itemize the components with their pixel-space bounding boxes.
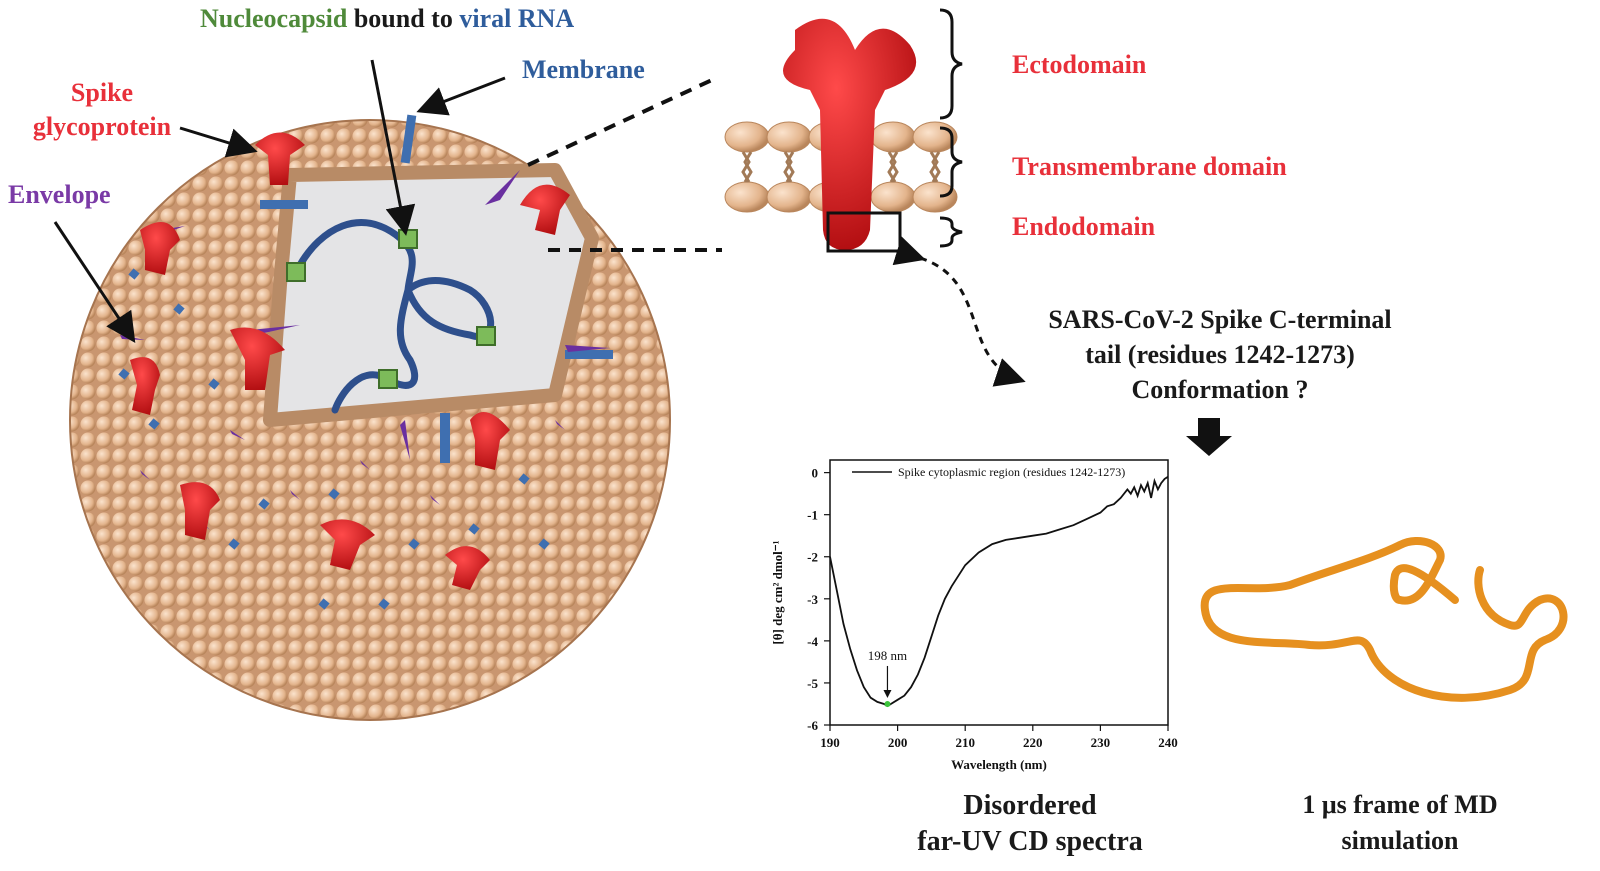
y-tick-label: -6 [807, 718, 818, 733]
endodomain-box [826, 211, 902, 253]
y-tick-label: -1 [807, 508, 818, 523]
y-tick-label: 0 [812, 466, 819, 481]
spike-label-line1: Spike [70, 78, 134, 107]
zoom-connectors [527, 78, 722, 252]
spike-label-line2: glycoprotein [32, 112, 172, 141]
cd-spectrum-chart: 190 200 210 220 230 240 0 -1 -2 -3 -4 -5 -6Wavelengt… [770, 459, 1178, 772]
annotation-arrowhead [883, 689, 892, 698]
y-tick-label: -5 [807, 676, 818, 691]
y-tick-label: -3 [807, 592, 818, 607]
question-line2: tail (residues 1242-1273) [1085, 340, 1355, 369]
membrane-label: Membrane [522, 55, 645, 84]
x-tick-label: 210 [955, 735, 975, 750]
cd-spectrum-line [829, 476, 1169, 708]
x-tick-label: 200 [888, 735, 908, 750]
endodomain-link-arrow [892, 236, 1026, 387]
x-tick-label: 230 [1091, 735, 1111, 750]
x-axis-label: Wavelength (nm) [951, 757, 1047, 772]
md-caption-line1: 1 μs frame of MD [1302, 790, 1498, 819]
question-line1: SARS-CoV-2 Spike C-terminal [1048, 305, 1392, 334]
question-line3: Conformation ? [1131, 375, 1309, 404]
ectodomain-label: Ectodomain [1012, 50, 1147, 79]
bound-to-label: bound to [347, 4, 460, 33]
md-caption-line2: simulation [1341, 826, 1459, 855]
virion [69, 114, 671, 721]
y-axis-label: [θ] deg cm² dmol⁻¹ [770, 540, 785, 644]
domain-braces [939, 8, 963, 248]
minimum-point [884, 700, 891, 707]
x-tick-label: 190 [820, 735, 840, 750]
nucleocapsid-label: Nucleocapsid [200, 4, 348, 33]
transmembrane-label: Transmembrane domain [1012, 152, 1287, 181]
x-tick-label: 240 [1158, 735, 1178, 750]
spike-membrane-detail [724, 18, 958, 253]
legend-label: Spike cytoplasmic region (residues 1242-… [898, 465, 1125, 479]
virion-cutaway [263, 163, 599, 427]
nucleocapsid-title: Nucleocapsid bound to viral RNA [200, 4, 574, 34]
spike-glycoproteins [130, 132, 570, 590]
y-tick-label: -2 [807, 550, 818, 565]
cd-caption-line2: far-UV CD spectra [917, 826, 1143, 857]
md-structure-chain [1200, 537, 1568, 702]
x-tick-label: 220 [1023, 735, 1043, 750]
y-tick-label: -4 [807, 634, 818, 649]
envelope-label: Envelope [8, 180, 111, 209]
spike-protein-3d [783, 18, 917, 250]
endodomain-label: Endodomain [1012, 212, 1156, 241]
viral-rna-label: viral RNA [459, 4, 575, 33]
plot-frame [829, 459, 1169, 726]
label-arrows [53, 59, 506, 343]
down-arrow [1186, 418, 1232, 456]
cd-caption-line1: Disordered [963, 790, 1097, 821]
annotation-label: 198 nm [868, 648, 907, 663]
